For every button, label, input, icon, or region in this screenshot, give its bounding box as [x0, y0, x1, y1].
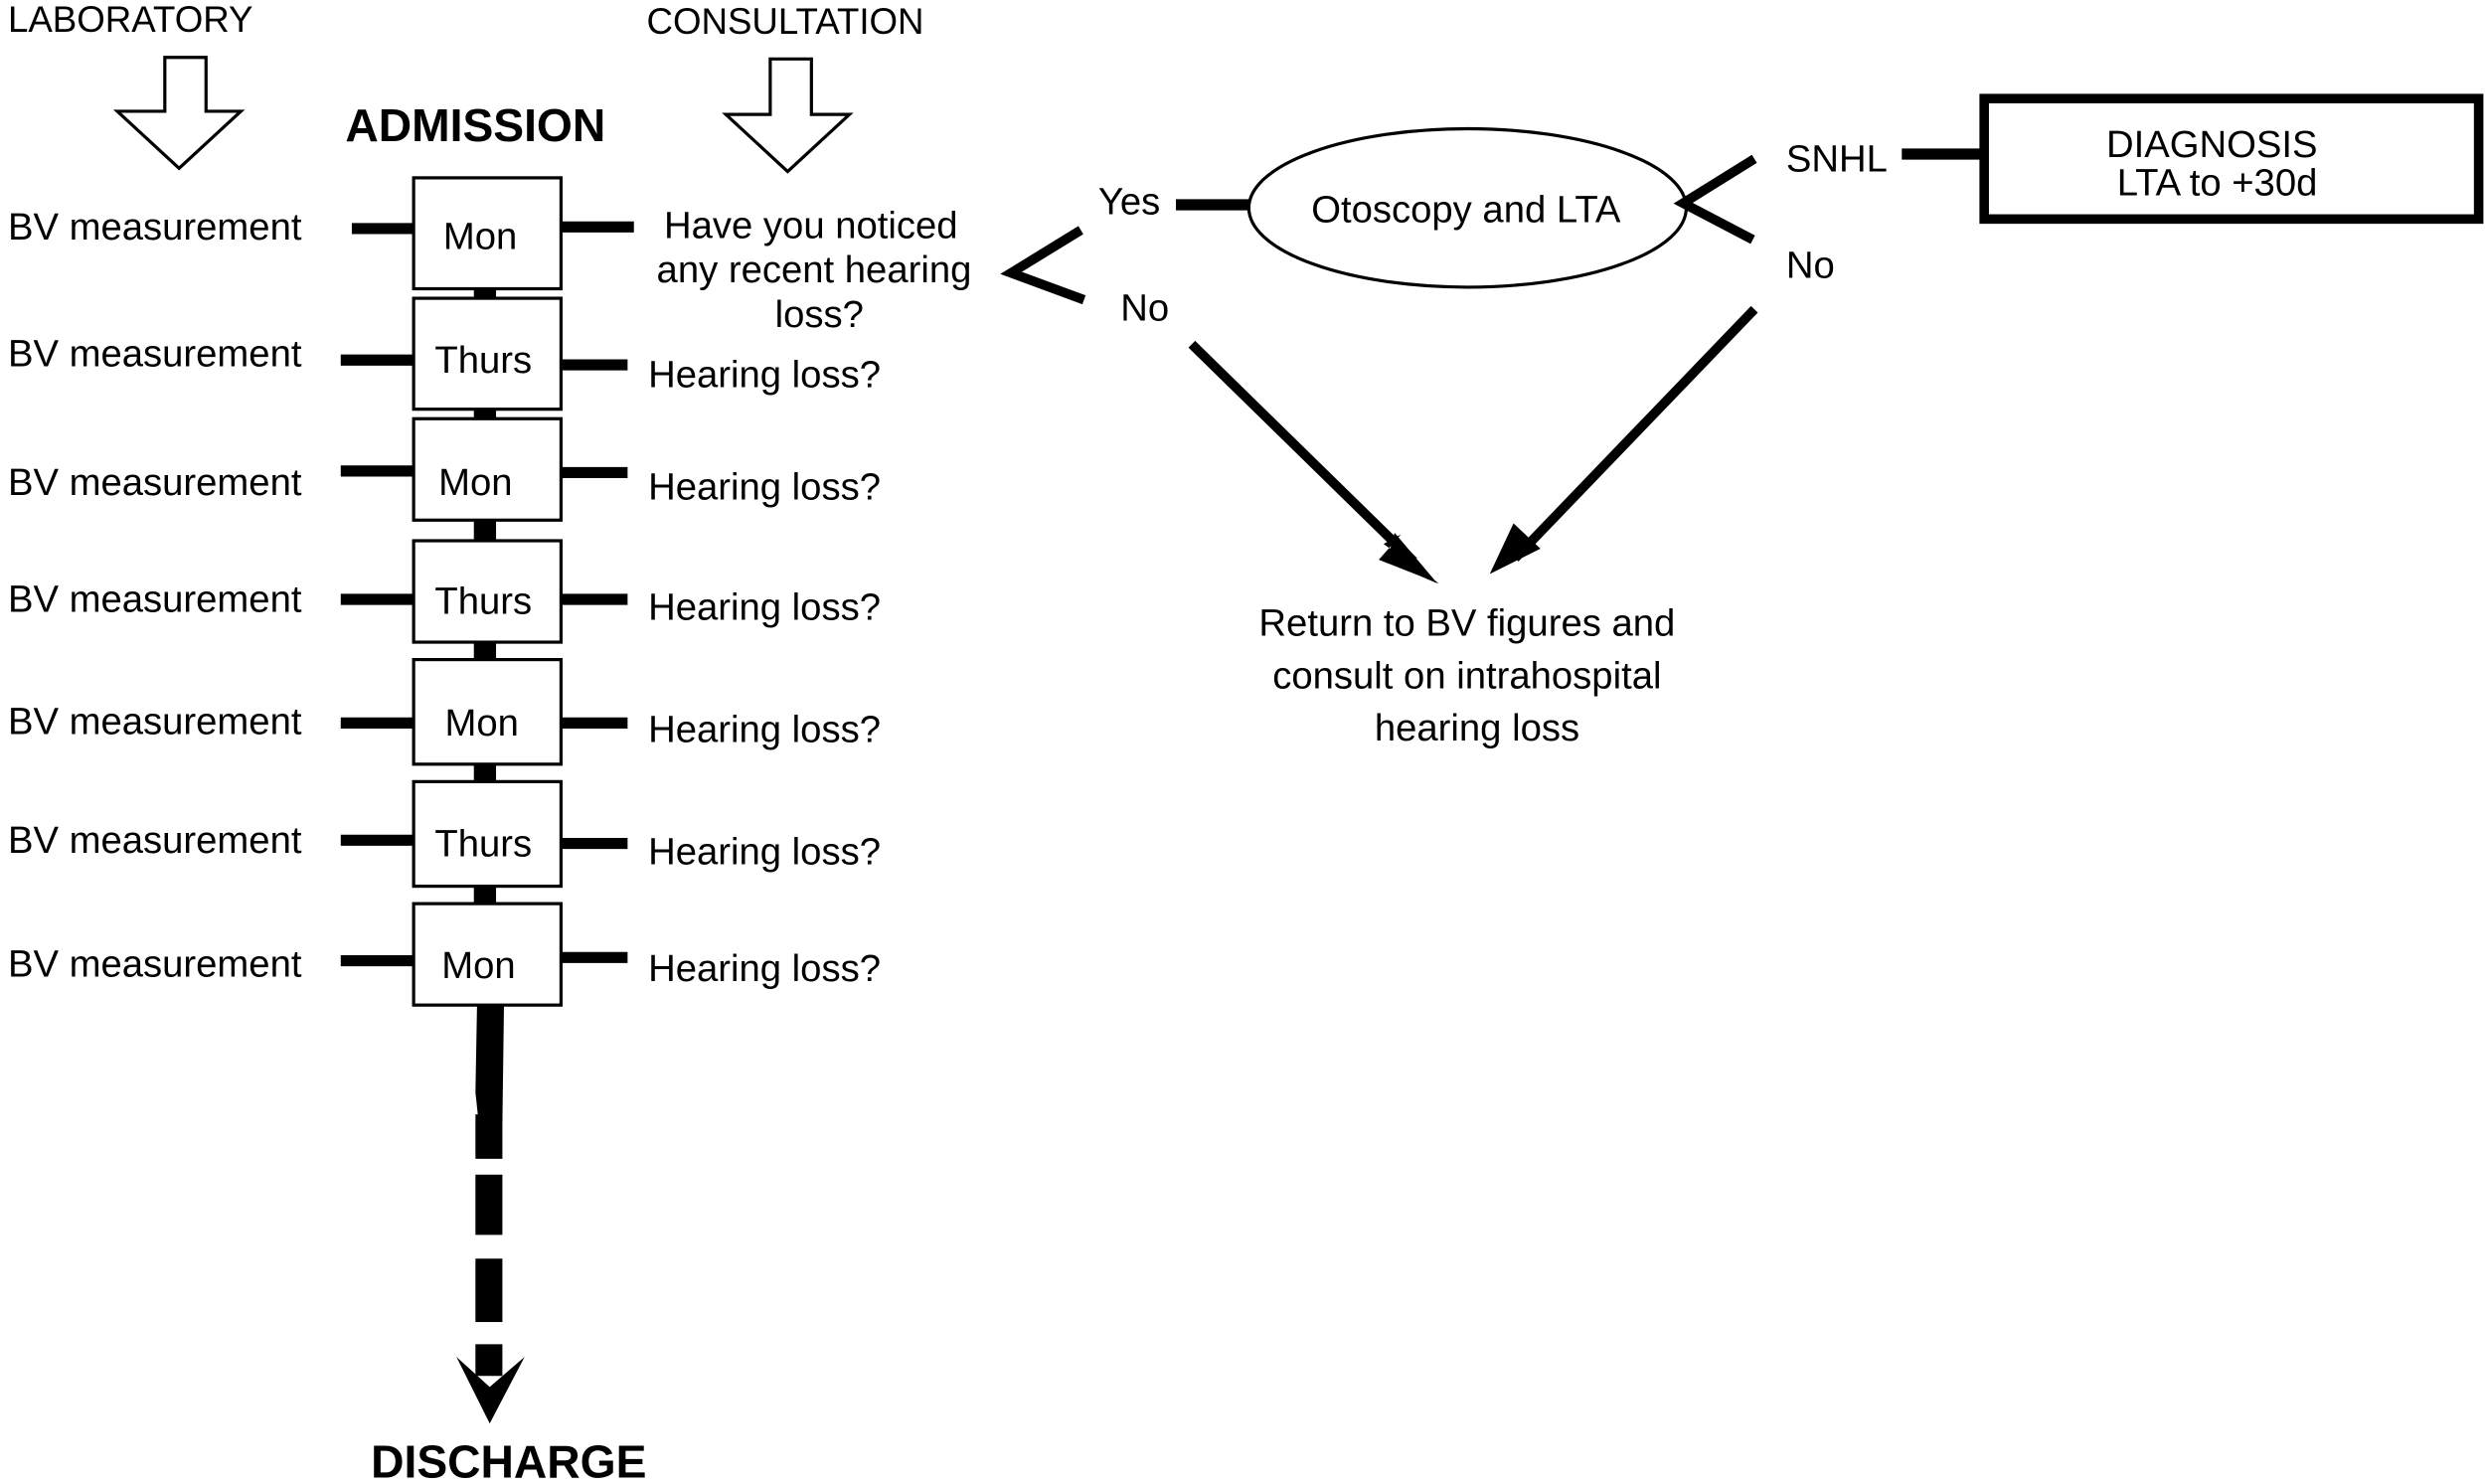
- day-label: Mon: [443, 216, 517, 258]
- timeline-row: BV measurement Thurs Hearing loss?: [8, 539, 881, 644]
- consult-question: Hearing loss?: [648, 947, 881, 990]
- day-label: Thurs: [434, 339, 532, 382]
- consult-question: Hearing loss?: [648, 586, 881, 629]
- timeline-row: BV measurement Mon Hearing loss?: [8, 657, 881, 766]
- day-label: Mon: [441, 944, 515, 987]
- timeline-row: BV measurement Mon Hearing loss?: [8, 902, 881, 1007]
- day-box: [412, 657, 564, 766]
- admission-label: ADMISSION: [345, 99, 605, 151]
- day-box: [412, 539, 564, 644]
- day-box: [412, 416, 564, 522]
- timeline-row: BV measurement Mon Have you noticed any …: [8, 176, 982, 336]
- day-box: [412, 296, 564, 412]
- consult-question: Hearing loss?: [648, 830, 881, 873]
- lab-step: BV measurement: [8, 461, 302, 504]
- day-box: [412, 779, 564, 889]
- lab-step: BV measurement: [8, 333, 302, 376]
- day-box: [412, 176, 564, 291]
- lab-step: BV measurement: [8, 701, 302, 743]
- no-arrow-right-icon: [1489, 305, 1758, 575]
- first-branch-connector: [1000, 226, 1086, 305]
- day-label: Mon: [438, 461, 512, 504]
- laboratory-header: LABORATORY: [8, 0, 253, 40]
- snhl-label: SNHL: [1786, 138, 1888, 181]
- lab-step: BV measurement: [8, 942, 302, 985]
- diagnosis-box: [1979, 93, 2484, 225]
- branch-yes-label: Yes: [1098, 181, 1160, 224]
- day-label: Mon: [444, 702, 518, 744]
- return-text: Return to BV figures and consult on intr…: [1258, 602, 1686, 749]
- consult-question: Hearing loss?: [648, 353, 881, 396]
- exam-no-label: No: [1786, 244, 1835, 286]
- diagnosis-text: DIAGNOSIS LTA to +30d: [2106, 123, 2328, 204]
- timeline-connectors: [473, 288, 497, 906]
- timeline-row: BV measurement Mon Hearing loss?: [8, 416, 881, 522]
- consultation-arrow-icon: [722, 57, 854, 174]
- discharge-label: DISCHARGE: [371, 1435, 646, 1484]
- no-arrow-left-icon: [1188, 340, 1439, 584]
- day-label: Thurs: [434, 579, 532, 622]
- consultation-header: CONSULTATION: [647, 1, 924, 42]
- day-label: Thurs: [434, 822, 532, 865]
- consult-question: Hearing loss?: [648, 709, 881, 751]
- lab-step: BV measurement: [8, 819, 302, 862]
- timeline-row: BV measurement Thurs Hearing loss?: [8, 296, 881, 412]
- exam-label: Otoscopy and LTA: [1311, 189, 1621, 232]
- consult-question: Have you noticed any recent hearing loss…: [657, 204, 982, 335]
- timeline-row: BV measurement Thurs Hearing loss?: [8, 779, 881, 889]
- branch-no-label: No: [1120, 286, 1169, 329]
- exam-branch-connector: [1673, 154, 1757, 245]
- consult-question: Hearing loss?: [648, 466, 881, 509]
- discharge-arrow-icon: [456, 1005, 525, 1424]
- lab-step: BV measurement: [8, 206, 302, 248]
- lab-step: BV measurement: [8, 578, 302, 621]
- laboratory-arrow-icon: [112, 56, 246, 171]
